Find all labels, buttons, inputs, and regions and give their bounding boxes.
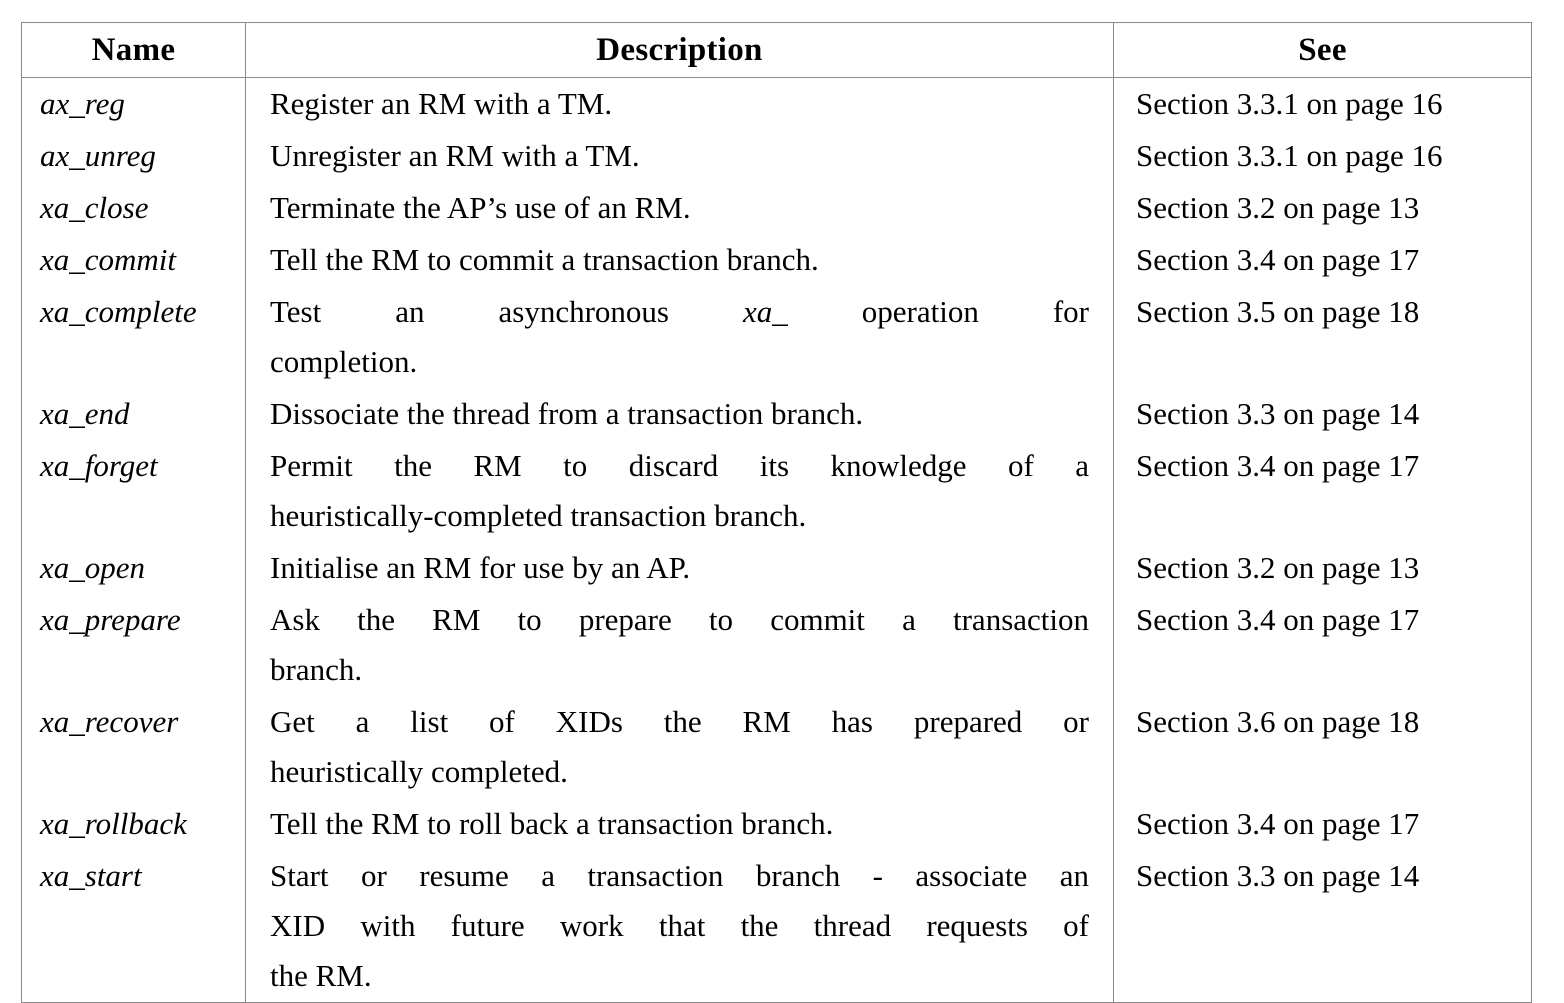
cell-description: Initialise an RM for use by an AP. [245, 542, 1114, 594]
table-row: xa_end Dissociate the thread from a tran… [21, 388, 1532, 440]
description-line: Permit the RM to discard its knowledge o… [270, 448, 1089, 483]
cell-name: xa_rollback [21, 798, 246, 850]
table-body-ax-group: ax_reg Register an RM with a TM. Section… [21, 77, 1532, 182]
xa-interface-table: Name Description See ax_reg Register an … [21, 22, 1532, 1003]
cell-description: Start or resume a transaction branch - a… [245, 850, 1114, 1003]
description-line: Get a list of XIDs the RM has prepared o… [270, 704, 1089, 739]
table-row: xa_complete Test an asynchronous xa_ ope… [21, 286, 1532, 388]
cell-see: Section 3.4 on page 17 [1113, 440, 1532, 542]
description-line: Tell the RM to commit a transaction bran… [270, 242, 819, 277]
description-line: the RM. [270, 958, 372, 993]
cell-see: Section 3.2 on page 13 [1113, 542, 1532, 594]
table-row: xa_forget Permit the RM to discard its k… [21, 440, 1532, 542]
cell-see: Section 3.5 on page 18 [1113, 286, 1532, 388]
description-line: Initialise an RM for use by an AP. [270, 550, 691, 585]
cell-name: xa_commit [21, 234, 246, 286]
table-row: xa_prepare Ask the RM to prepare to comm… [21, 594, 1532, 696]
description-line: Register an RM with a TM. [270, 86, 613, 121]
column-header-see: See [1113, 22, 1532, 78]
description-line: Terminate the AP’s use of an RM. [270, 190, 691, 225]
cell-description: Terminate the AP’s use of an RM. [245, 182, 1114, 234]
cell-description: Test an asynchronous xa_ operation for c… [245, 286, 1114, 388]
cell-see: Section 3.3 on page 14 [1113, 388, 1532, 440]
cell-see: Section 3.4 on page 17 [1113, 798, 1532, 850]
table-row: xa_open Initialise an RM for use by an A… [21, 542, 1532, 594]
description-line: Tell the RM to roll back a transaction b… [270, 806, 834, 841]
table-row: ax_reg Register an RM with a TM. Section… [21, 77, 1532, 130]
description-line: heuristically completed. [270, 754, 568, 789]
cell-name: xa_prepare [21, 594, 246, 696]
column-header-description: Description [245, 22, 1114, 78]
table-row: xa_rollback Tell the RM to roll back a t… [21, 798, 1532, 850]
cell-description: Ask the RM to prepare to commit a transa… [245, 594, 1114, 696]
description-line: Dissociate the thread from a transaction… [270, 396, 864, 431]
description-line: completion. [270, 344, 418, 379]
cell-name: ax_reg [21, 77, 246, 130]
cell-name: xa_complete [21, 286, 246, 388]
cell-description: Tell the RM to commit a transaction bran… [245, 234, 1114, 286]
cell-name: xa_close [21, 182, 246, 234]
description-line: branch. [270, 652, 363, 687]
cell-see: Section 3.3.1 on page 16 [1113, 77, 1532, 130]
description-text-pre: Test an asynchronous [270, 294, 743, 329]
cell-description: Tell the RM to roll back a transaction b… [245, 798, 1114, 850]
table-row: xa_start Start or resume a transaction b… [21, 850, 1532, 1003]
cell-see: Section 3.3.1 on page 16 [1113, 130, 1532, 182]
cell-name: ax_unreg [21, 130, 246, 182]
cell-name: xa_recover [21, 696, 246, 798]
cell-name: xa_start [21, 850, 246, 1003]
page-root: Name Description See ax_reg Register an … [21, 22, 1532, 1003]
table-row: xa_recover Get a list of XIDs the RM has… [21, 696, 1532, 798]
cell-see: Section 3.4 on page 17 [1113, 234, 1532, 286]
cell-name: xa_open [21, 542, 246, 594]
cell-see: Section 3.4 on page 17 [1113, 594, 1532, 696]
cell-see: Section 3.3 on page 14 [1113, 850, 1532, 1003]
cell-description: Permit the RM to discard its knowledge o… [245, 440, 1114, 542]
cell-description: Dissociate the thread from a transaction… [245, 388, 1114, 440]
description-text-italic: xa_ [742, 294, 788, 329]
cell-see: Section 3.2 on page 13 [1113, 182, 1532, 234]
cell-see: Section 3.6 on page 18 [1113, 696, 1532, 798]
table-header: Name Description See [21, 22, 1532, 78]
cell-name: xa_end [21, 388, 246, 440]
description-line: Start or resume a transaction branch - a… [270, 858, 1089, 893]
description-line: XID with future work that the thread req… [270, 908, 1089, 943]
table-row: ax_unreg Unregister an RM with a TM. Sec… [21, 130, 1532, 182]
table-body-xa-group: xa_close Terminate the AP’s use of an RM… [21, 182, 1532, 1003]
header-row: Name Description See [21, 22, 1532, 78]
column-header-name: Name [21, 22, 246, 78]
description-line: Ask the RM to prepare to commit a transa… [270, 602, 1089, 637]
cell-name: xa_forget [21, 440, 246, 542]
cell-description: Register an RM with a TM. [245, 77, 1114, 130]
description-text-post: operation for [787, 294, 1089, 329]
cell-description: Get a list of XIDs the RM has prepared o… [245, 696, 1114, 798]
description-line: Test an asynchronous xa_ operation for [270, 287, 1089, 337]
description-line: Unregister an RM with a TM. [270, 138, 640, 173]
table-row: xa_commit Tell the RM to commit a transa… [21, 234, 1532, 286]
table-row: xa_close Terminate the AP’s use of an RM… [21, 182, 1532, 234]
description-line: heuristically-completed transaction bran… [270, 498, 807, 533]
cell-description: Unregister an RM with a TM. [245, 130, 1114, 182]
